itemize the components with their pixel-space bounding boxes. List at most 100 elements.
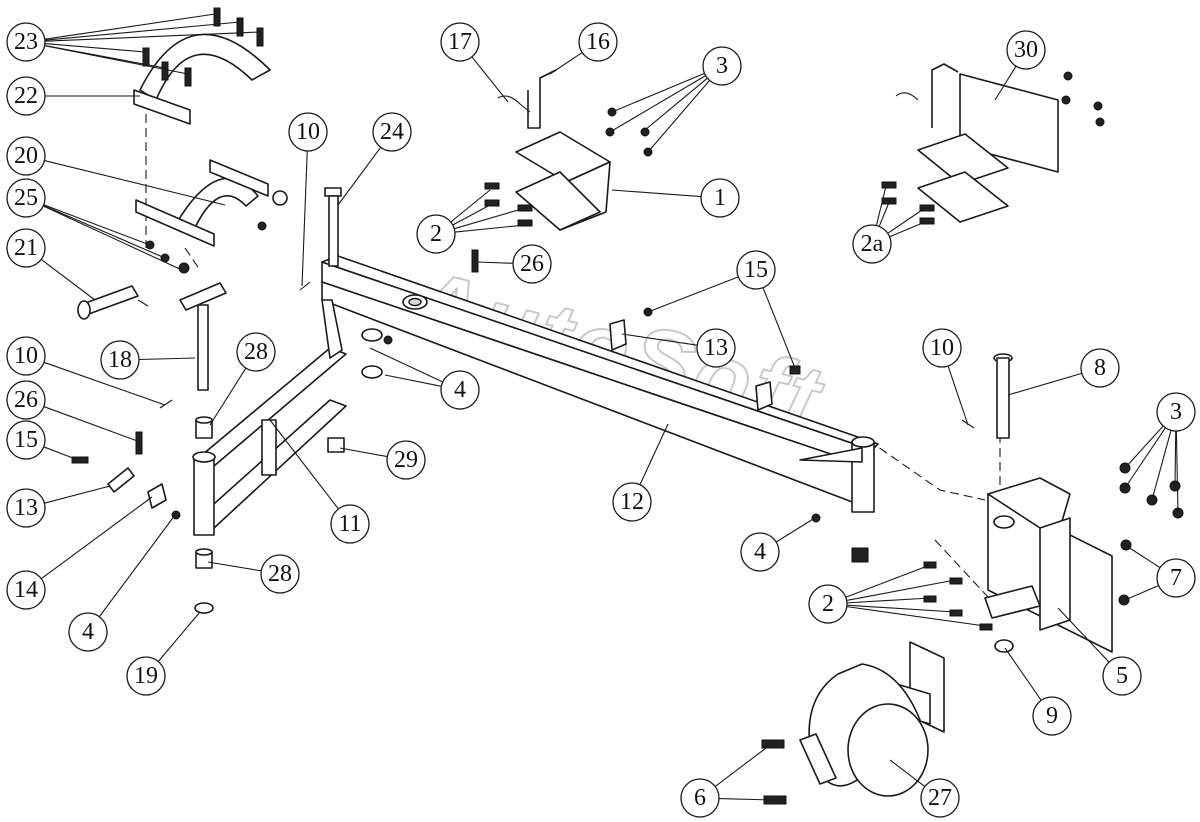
callout-4-mid-leader bbox=[384, 374, 442, 387]
callout-number: 4 bbox=[754, 539, 766, 565]
callout-15-left: 15 bbox=[6, 420, 46, 460]
callout-circle bbox=[68, 612, 108, 652]
callout-number: 29 bbox=[394, 447, 418, 473]
callout-16: 16 bbox=[578, 22, 618, 62]
callout-26-mid: 26 bbox=[512, 244, 552, 284]
callout-number: 27 bbox=[928, 785, 952, 811]
callout-10-right: 10 bbox=[922, 328, 962, 368]
callout-2-top-leader bbox=[450, 189, 491, 223]
callout-3-right-leader bbox=[1124, 425, 1164, 469]
callout-number: 24 bbox=[380, 119, 404, 145]
callout-number: 13 bbox=[704, 335, 728, 361]
callout-circle bbox=[736, 250, 776, 290]
callout-circle bbox=[680, 778, 720, 818]
bracket-30 bbox=[917, 63, 1059, 223]
callout-13-mid: 13 bbox=[696, 328, 736, 368]
callout-20: 20 bbox=[6, 136, 46, 176]
callout-number: 15 bbox=[14, 427, 38, 453]
callout-3-top-leader bbox=[647, 80, 711, 153]
callout-10-left-leader bbox=[43, 361, 166, 406]
callout-circle bbox=[6, 76, 46, 116]
callout-circle bbox=[6, 336, 46, 376]
callout-30: 30 bbox=[1006, 30, 1046, 70]
callout-15-mid-leader bbox=[762, 287, 796, 369]
callout-28-bottom-leader bbox=[207, 561, 262, 572]
callout-5: 5 bbox=[1102, 656, 1142, 696]
callout-circle bbox=[740, 532, 780, 572]
callout-25-leader bbox=[43, 205, 166, 259]
callout-number: 14 bbox=[14, 577, 38, 603]
callout-2-top-leader bbox=[452, 204, 491, 226]
pin-8 bbox=[993, 353, 1013, 439]
callout-number: 4 bbox=[82, 619, 94, 645]
callout-2-top: 2 bbox=[416, 214, 456, 254]
callout-circle bbox=[578, 22, 618, 62]
callout-15-mid: 15 bbox=[736, 250, 776, 290]
callout-3-top-leader bbox=[644, 77, 708, 131]
callout-23-leader bbox=[44, 43, 146, 53]
callout-circle bbox=[696, 328, 736, 368]
callout-number: 2 bbox=[822, 591, 834, 617]
callout-circle bbox=[920, 778, 960, 818]
callout-4-left-leader bbox=[98, 514, 176, 618]
callout-3-right-leader bbox=[1174, 430, 1177, 486]
callout-2a-leader bbox=[878, 199, 891, 227]
callout-circle bbox=[440, 22, 480, 62]
callout-circle bbox=[922, 328, 962, 368]
callout-number: 6 bbox=[694, 785, 706, 811]
callout-25-leader bbox=[43, 205, 183, 271]
callout-circle bbox=[1032, 696, 1072, 736]
callout-number: 19 bbox=[134, 663, 158, 689]
callout-number: 28 bbox=[268, 561, 292, 587]
callout-3-top-leader bbox=[609, 75, 706, 133]
callout-24-leader bbox=[337, 146, 382, 206]
callout-circle bbox=[808, 584, 848, 624]
mounting-plate-5 bbox=[984, 477, 1113, 653]
callout-number: 2a bbox=[861, 231, 884, 257]
bracket-1 bbox=[515, 69, 611, 231]
callout-number: 8 bbox=[1094, 355, 1106, 381]
callout-6-leader bbox=[714, 744, 771, 787]
clamp-bottom bbox=[135, 159, 288, 247]
callout-26-left: 26 bbox=[6, 380, 46, 420]
callout-10-right-leader bbox=[947, 365, 969, 426]
callout-1: 1 bbox=[700, 178, 740, 218]
callout-25: 25 bbox=[6, 178, 46, 218]
callout-13-left-leader bbox=[44, 485, 111, 504]
callout-number: 15 bbox=[744, 257, 768, 283]
callout-2-top-leader bbox=[454, 207, 526, 230]
callout-2-right-leader bbox=[846, 579, 956, 602]
callout-17-leader bbox=[471, 56, 509, 103]
callout-circle bbox=[700, 178, 740, 218]
callout-2-right-leader bbox=[846, 606, 986, 627]
callout-9-leader bbox=[1004, 647, 1042, 701]
callout-7: 7 bbox=[1156, 558, 1196, 598]
callout-circle bbox=[6, 570, 46, 610]
clamp-top bbox=[133, 33, 271, 125]
callout-circle bbox=[330, 504, 370, 544]
callout-circle bbox=[260, 554, 300, 594]
callout-circle bbox=[1102, 656, 1142, 696]
callout-leaders bbox=[40, 13, 1179, 801]
callout-4-right-leader bbox=[775, 515, 819, 543]
callout-number: 13 bbox=[14, 495, 38, 521]
callout-11-leader bbox=[269, 419, 339, 510]
callout-number: 25 bbox=[14, 185, 38, 211]
callout-circle bbox=[100, 340, 140, 380]
callout-4-right: 4 bbox=[740, 532, 780, 572]
callout-circle bbox=[612, 482, 652, 522]
callout-number: 3 bbox=[716, 53, 728, 79]
callout-23-leader bbox=[44, 13, 216, 40]
callout-circle bbox=[702, 46, 742, 86]
callout-circle bbox=[6, 488, 46, 528]
callout-27-leader bbox=[889, 759, 926, 787]
callout-2a-leader bbox=[887, 207, 926, 234]
callout-3-right-leader bbox=[1151, 430, 1172, 501]
callout-circle bbox=[416, 214, 456, 254]
callout-circle bbox=[852, 224, 892, 264]
callout-24: 24 bbox=[372, 112, 412, 152]
callout-28-top: 28 bbox=[236, 332, 276, 372]
callout-15-left-leader bbox=[43, 446, 79, 461]
